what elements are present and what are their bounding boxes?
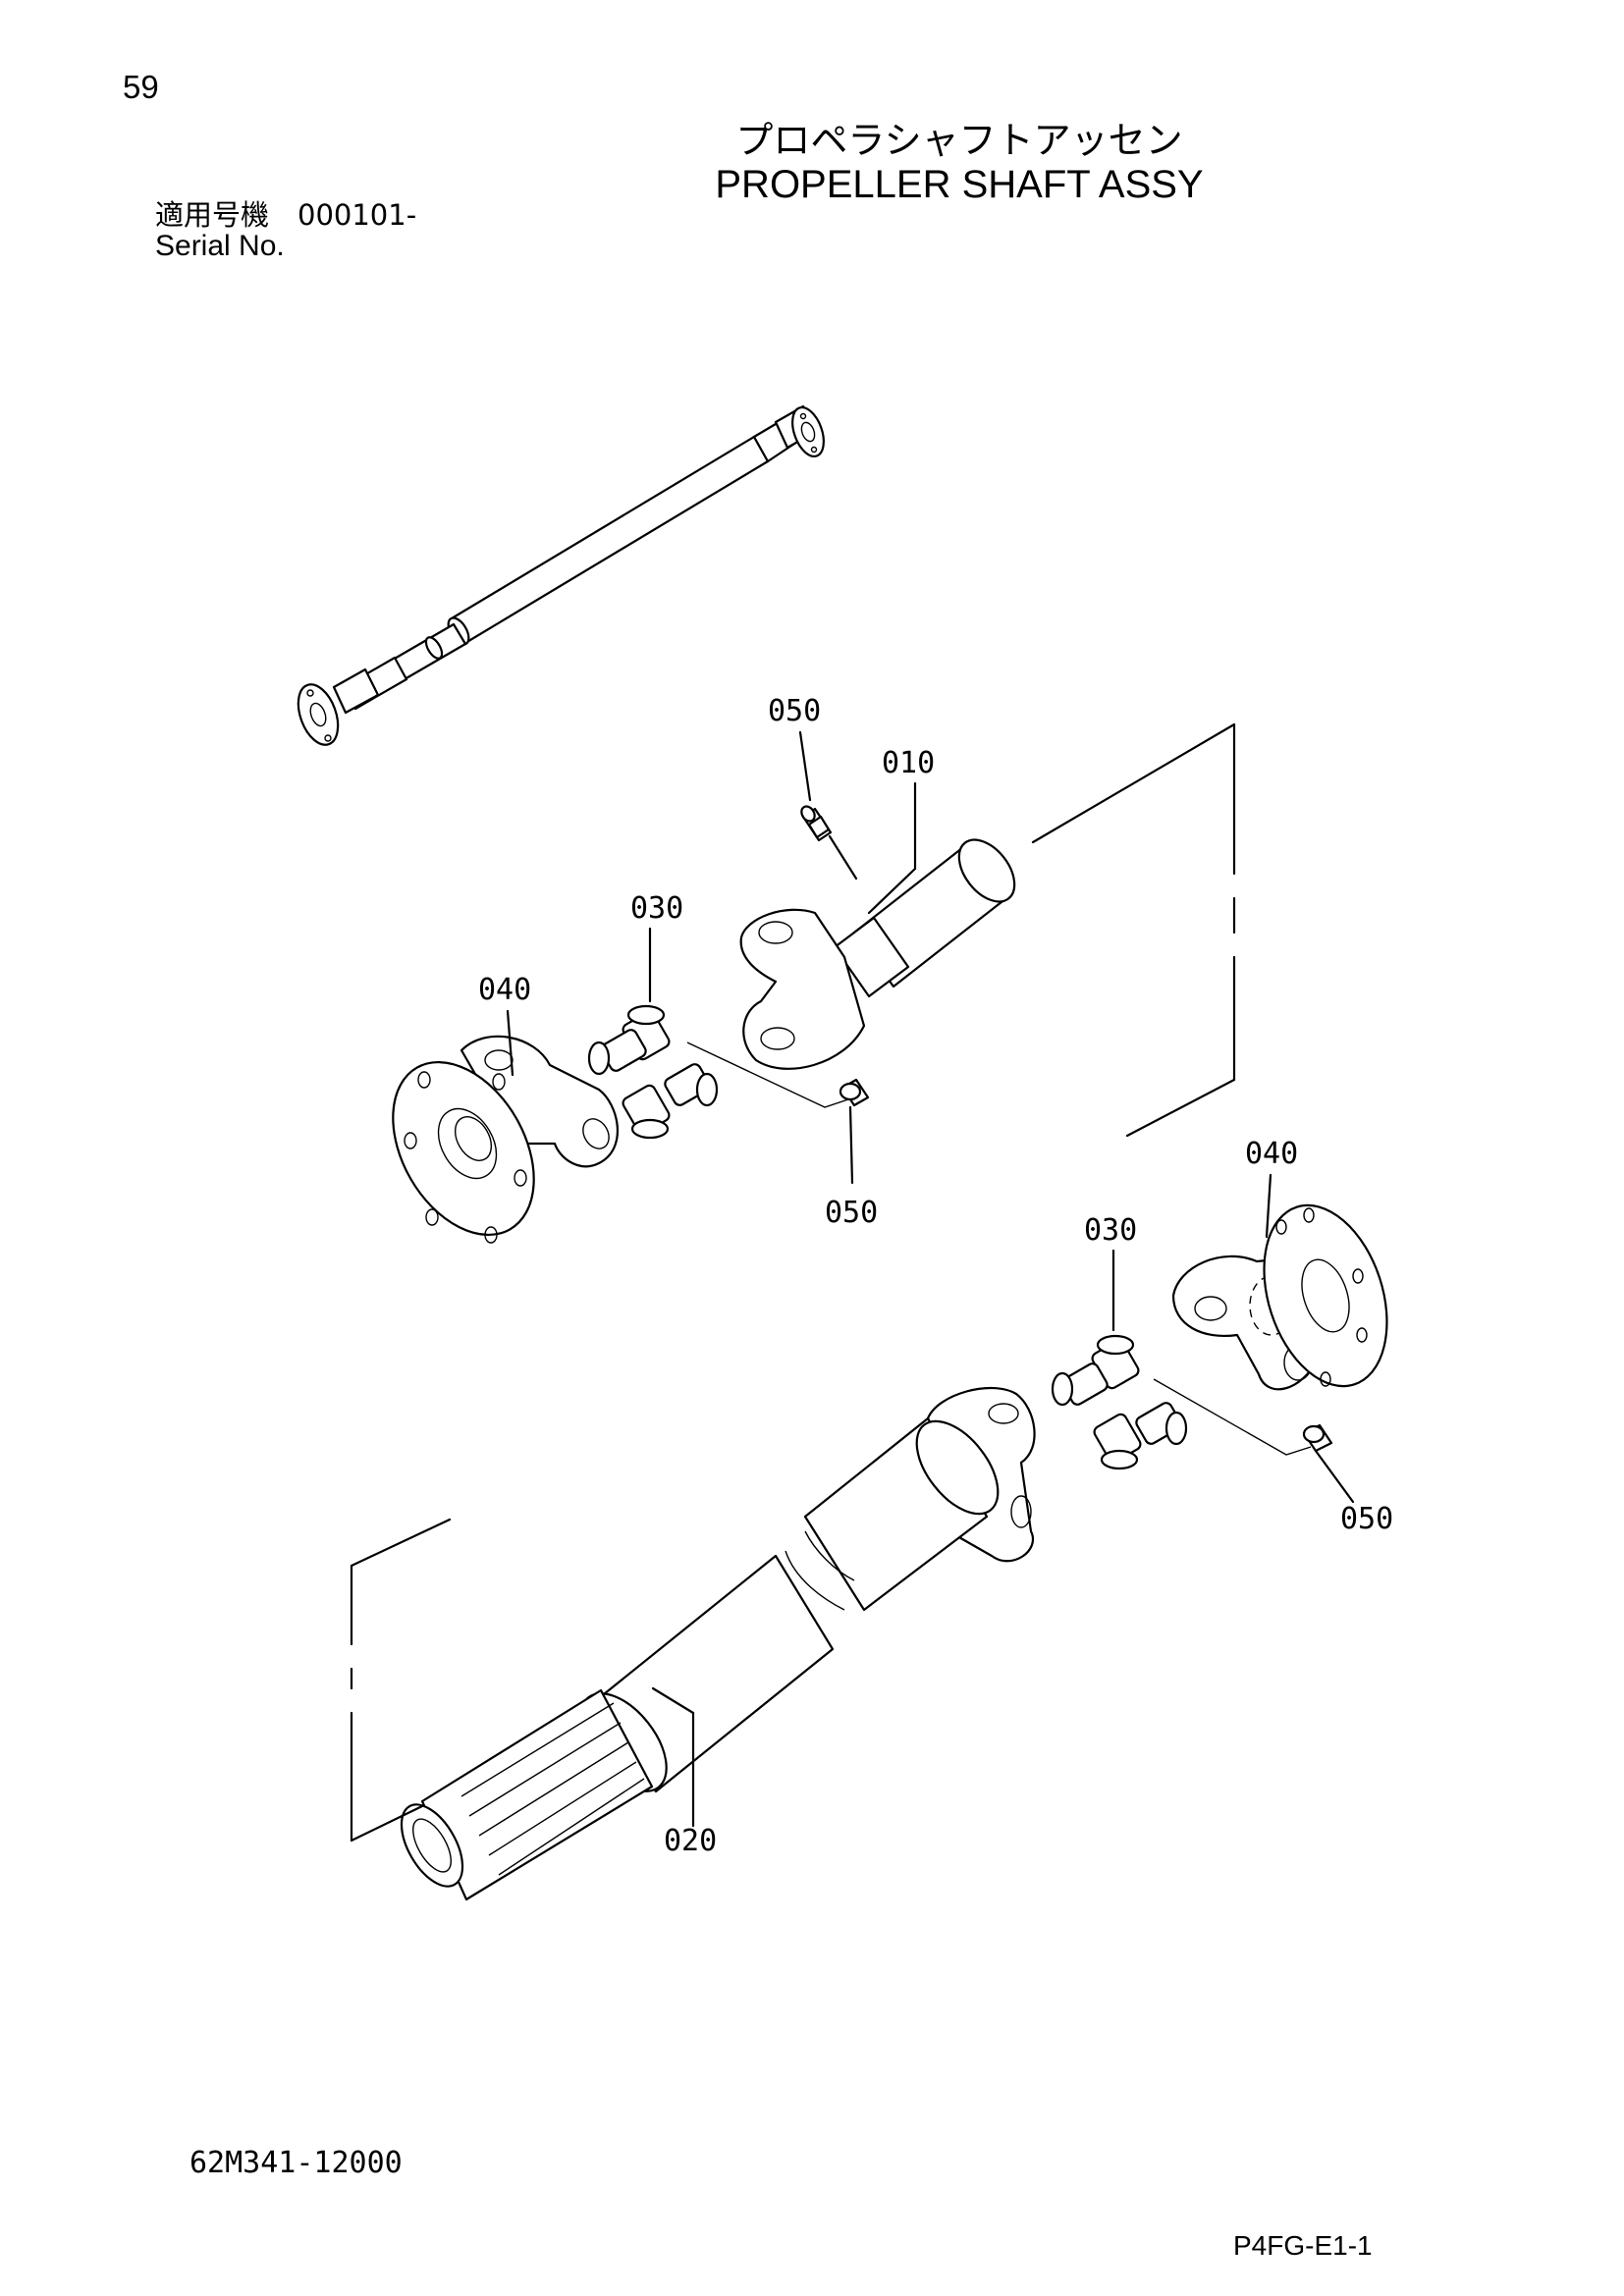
universal-joint-spider-upper <box>587 1004 719 1140</box>
propeller-tube-020 <box>400 1386 1036 1901</box>
callout-020: 020 <box>664 1824 717 1858</box>
universal-joint-spider-lower <box>1051 1334 1188 1470</box>
assembled-shaft-overview <box>297 404 825 746</box>
grease-nipple-middle <box>839 1078 870 1107</box>
callout-030-lower: 030 <box>1084 1213 1137 1248</box>
page-code: P4FG-E1-1 <box>1233 2230 1373 2261</box>
serial-label-japanese: 適用号機 000101- <box>155 198 417 232</box>
callout-030-upper: 030 <box>630 891 683 926</box>
callout-050-middle: 050 <box>825 1196 878 1230</box>
flange-yoke-right <box>1171 1203 1388 1391</box>
break-line-lower <box>350 1518 452 1842</box>
serial-label-english: Serial No. <box>155 230 285 262</box>
title-japanese: プロペラシャフトアッセン <box>735 119 1183 162</box>
callout-040-right: 040 <box>1245 1137 1298 1171</box>
callout-040-left: 040 <box>478 973 531 1007</box>
grease-nipple-top <box>800 805 858 881</box>
callout-050-right: 050 <box>1340 1502 1393 1536</box>
callout-050-top: 050 <box>768 694 821 728</box>
grease-nipple-right <box>1302 1423 1333 1453</box>
flange-yoke-left <box>392 1035 620 1244</box>
break-line-upper <box>1031 722 1236 1138</box>
drawing-part-number: 62M341-12000 <box>189 2146 403 2180</box>
page-number: 59 <box>123 69 159 105</box>
title-english: PROPELLER SHAFT ASSY <box>715 163 1204 206</box>
callout-010: 010 <box>882 746 935 780</box>
yoke-shaft-010 <box>739 838 1016 1070</box>
